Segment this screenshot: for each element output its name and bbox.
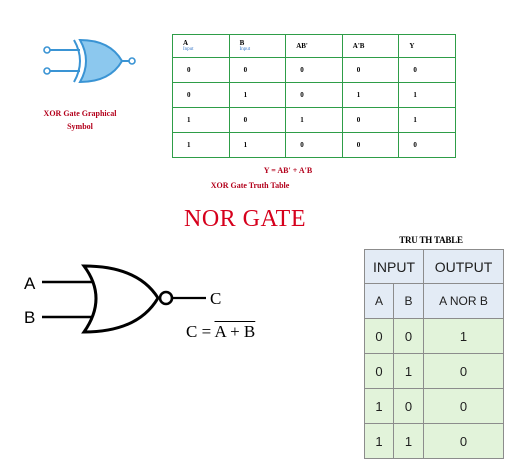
xor-symbol-caption-2: Symbol [67,122,93,131]
xor-cell: 0 [398,132,456,158]
xor-table-title: XOR Gate Truth Table [210,181,290,190]
xor-header-ab-not: AB' [285,34,343,58]
table-row: 0 0 0 0 0 [172,57,456,83]
nor-cell: 1 [364,423,394,459]
nor-header-input: INPUT [364,249,424,284]
xor-cell: 0 [398,57,456,83]
nor-header-output: OUTPUT [423,249,504,284]
nor-cell: 0 [364,318,394,354]
nor-formula: C = A + B [186,322,255,342]
table-row: 1 1 0 0 0 [172,132,456,158]
xor-cell: 1 [398,107,456,133]
xor-cell: 1 [228,82,287,108]
xor-cell: 1 [172,132,230,158]
xor-cell: 1 [172,107,230,133]
xor-cell: 0 [285,57,343,83]
nor-formula-left: C = [186,322,215,341]
nor-gate-diagram: A B C [24,264,221,334]
table-row: 1 0 0 [364,388,504,424]
nor-output-label: C [210,289,221,308]
xor-cell: 1 [228,132,287,158]
xor-cell: 1 [398,82,456,108]
nor-cell: 0 [364,353,394,389]
nor-subheader-b: B [393,283,424,319]
xor-cell: 0 [228,107,287,133]
nor-cell: 0 [423,423,504,459]
nor-gate-body [81,264,160,334]
xor-cell: 0 [285,132,343,158]
xor-formula: Y = AB' + A'B [263,166,313,175]
nor-cell: 1 [393,353,424,389]
xor-cell: 0 [228,57,287,83]
nor-cell: 1 [364,388,394,424]
xor-cell: 0 [341,132,400,158]
table-row: 0 0 1 [364,318,504,354]
xor-symbol-caption: XOR Gate Graphical [43,109,117,118]
xor-cell: 0 [172,57,230,83]
nor-table-group-header-row: INPUT OUTPUT [364,249,504,284]
table-row: 0 1 0 [364,353,504,389]
xor-header-a-not-b: A'B [341,34,400,58]
nor-cell: 0 [423,353,504,389]
nor-truth-table-caption: TRU TH TABLE [399,235,463,245]
table-row: 1 1 0 [364,423,504,459]
nor-subheader-output: A NOR B [423,283,504,319]
table-row: 1 0 1 0 1 [172,107,456,133]
nor-inversion-bubble [158,290,174,306]
xor-cell: 0 [341,57,400,83]
xor-cell: 0 [341,107,400,133]
nor-truth-table: INPUT OUTPUT A B A NOR B 0 0 1 0 1 0 1 0… [364,249,504,459]
nor-cell: 0 [393,388,424,424]
nor-input-a-label: A [24,274,36,293]
xor-cell: 1 [285,107,343,133]
xor-header-y: Y [398,34,456,58]
nor-cell: 0 [423,388,504,424]
table-row: 0 1 0 1 1 [172,82,456,108]
xor-cell: 0 [172,82,230,108]
nor-cell: 0 [393,318,424,354]
nor-cell: 1 [393,423,424,459]
nor-input-b-label: B [24,308,35,327]
xor-gate-symbol [43,38,136,84]
nor-formula-overline: A + B [214,322,256,341]
xor-cell: 1 [341,82,400,108]
nor-gate-title: NOR GATE [184,206,306,232]
xor-cell: 0 [285,82,343,108]
nor-subheader-a: A [364,283,394,319]
nor-table-sub-header-row: A B A NOR B [364,283,504,319]
nor-cell: 1 [423,318,504,354]
